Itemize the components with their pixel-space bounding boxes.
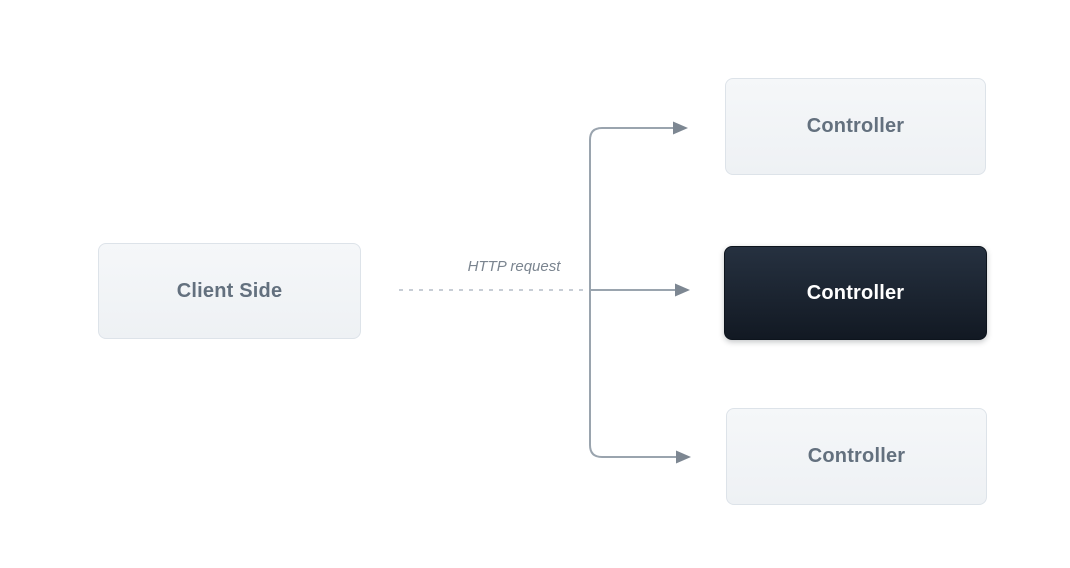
client-node: Client Side xyxy=(98,243,361,339)
top-arrowhead-icon xyxy=(673,121,688,135)
branch-connector xyxy=(589,127,676,458)
controller-node-middle: Controller xyxy=(724,246,987,340)
controller-node-label: Controller xyxy=(807,445,906,467)
http-request-label: HTTP request xyxy=(467,258,561,275)
bottom-arrowhead-icon xyxy=(676,450,691,464)
controller-node-label: Controller xyxy=(806,115,905,137)
controller-node-top: Controller xyxy=(725,78,986,175)
controller-node-bottom: Controller xyxy=(726,408,987,505)
middle-arrowhead-icon xyxy=(675,283,690,297)
client-node-label: Client Side xyxy=(176,279,283,302)
controller-node-label: Controller xyxy=(806,281,905,304)
